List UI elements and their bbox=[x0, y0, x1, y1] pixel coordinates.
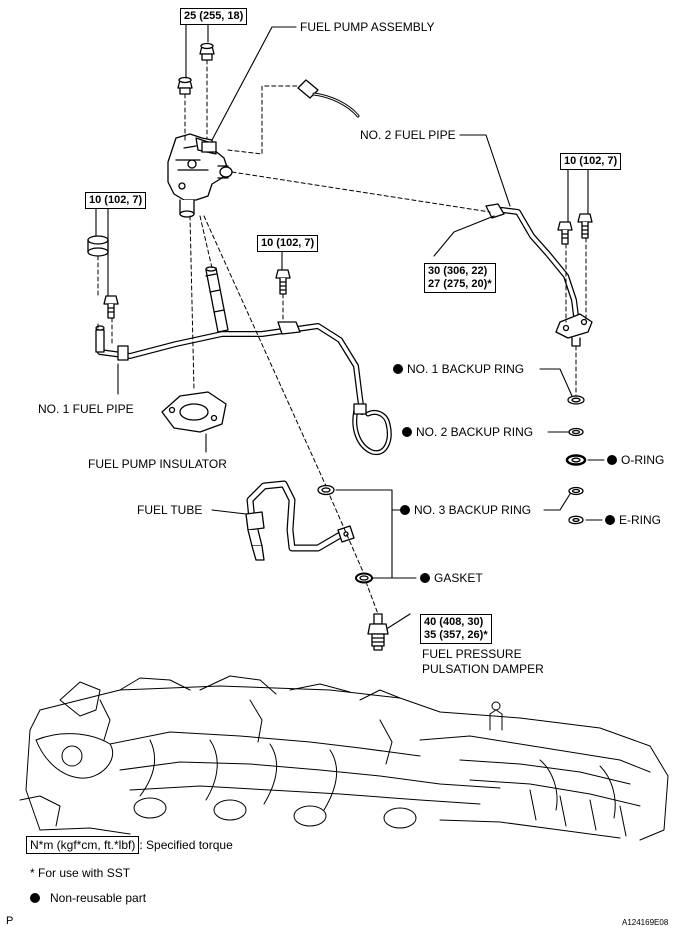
legend-torque: N*m (kgf*cm, ft.*lbf): Specified torque bbox=[26, 836, 233, 854]
label-no1-backup-ring: NO. 1 BACKUP RING bbox=[393, 362, 524, 376]
label-no3-backup-ring-text: NO. 3 BACKUP RING bbox=[414, 503, 532, 517]
label-no2-backup-ring: NO. 2 BACKUP RING bbox=[402, 425, 533, 439]
nonreusable-dot bbox=[400, 505, 410, 515]
pump-nut-left bbox=[177, 76, 193, 95]
no2-fuel-pipe bbox=[485, 203, 593, 347]
nonreusable-dot bbox=[420, 573, 430, 583]
gasket bbox=[355, 572, 373, 584]
label-e-ring: E-RING bbox=[605, 513, 661, 527]
mid-bolt bbox=[275, 269, 291, 295]
label-no3-backup-ring: NO. 3 BACKUP RING bbox=[400, 503, 531, 517]
legend-nonreusable: Non-reusable part bbox=[30, 891, 146, 905]
label-fuel-pump-insulator: FUEL PUMP INSULATOR bbox=[88, 457, 227, 471]
pump-stud bbox=[205, 266, 229, 333]
assembly-guide-lines bbox=[97, 59, 587, 615]
label-o-ring: O-RING bbox=[607, 453, 664, 467]
fuel-pressure-pulsation-damper bbox=[367, 613, 389, 651]
footer-mark: P bbox=[6, 915, 14, 927]
label-fuel-tube: FUEL TUBE bbox=[137, 503, 203, 517]
nonreusable-dot bbox=[607, 455, 617, 465]
o-ring bbox=[565, 454, 587, 466]
torque-box-damper: 40 (408, 30) 35 (357, 26)* bbox=[420, 614, 492, 644]
e-ring bbox=[568, 515, 584, 525]
figure-id: A124169E08 bbox=[622, 918, 669, 927]
legend-torque-box: N*m (kgf*cm, ft.*lbf) bbox=[26, 836, 140, 854]
fuel-pump-insulator bbox=[161, 391, 227, 433]
torque-pipe2-union-line1: 30 (306, 22) bbox=[428, 265, 488, 277]
label-no2-fuel-pipe: NO. 2 FUEL PIPE bbox=[360, 128, 456, 142]
label-damper-line2: PULSATION DAMPER bbox=[422, 662, 544, 676]
pipe1-bolt bbox=[103, 295, 119, 319]
torque-box-pump-nut: 25 (255, 18) bbox=[180, 8, 248, 25]
nonreusable-dot bbox=[605, 515, 615, 525]
no1-backup-ring bbox=[567, 395, 585, 405]
torque-box-pipe1-bolt: 10 (102, 7) bbox=[85, 192, 147, 209]
legend-nonreusable-dot bbox=[30, 893, 40, 903]
label-gasket: GASKET bbox=[420, 571, 483, 585]
label-e-ring-text: E-RING bbox=[619, 513, 661, 527]
torque-box-pipe2-union: 30 (306, 22) 27 (275, 20)* bbox=[424, 263, 496, 293]
label-gasket-text: GASKET bbox=[434, 571, 483, 585]
no3-backup-ring bbox=[568, 486, 584, 496]
no1-fuel-pipe bbox=[95, 321, 392, 456]
nonreusable-dot bbox=[402, 427, 412, 437]
legend-torque-desc: : Specified torque bbox=[139, 838, 233, 852]
label-o-ring-text: O-RING bbox=[621, 453, 665, 467]
pipe2-bolt-right bbox=[577, 213, 593, 239]
torque-damper-line2: 35 (357, 26)* bbox=[424, 629, 488, 641]
label-no1-backup-ring-text: NO. 1 BACKUP RING bbox=[407, 362, 525, 376]
pipe1-grommet bbox=[87, 235, 109, 257]
fuel-tube bbox=[245, 480, 355, 561]
label-fuel-pump-assembly: FUEL PUMP ASSEMBLY bbox=[300, 20, 435, 34]
pipe2-bolt-left bbox=[557, 221, 573, 245]
label-no1-fuel-pipe: NO. 1 FUEL PIPE bbox=[38, 402, 134, 416]
torque-box-pipe2-bolt: 10 (102, 7) bbox=[560, 153, 622, 170]
pump-nut-right bbox=[199, 42, 215, 61]
label-no2-backup-ring-text: NO. 2 BACKUP RING bbox=[416, 425, 534, 439]
label-fuel-pressure-pulsation-damper: FUEL PRESSURE PULSATION DAMPER bbox=[422, 647, 544, 677]
legend-sst: * For use with SST bbox=[30, 866, 131, 880]
torque-damper-line1: 40 (408, 30) bbox=[424, 616, 484, 628]
legend-nonreusable-text: Non-reusable part bbox=[50, 891, 147, 905]
torque-pipe2-union-line2: 27 (275, 20)* bbox=[428, 278, 492, 290]
no2-backup-ring bbox=[568, 427, 584, 437]
engine-illustration bbox=[19, 675, 669, 841]
tube-backup-ring bbox=[317, 484, 335, 496]
fuel-pump-assembly bbox=[167, 133, 233, 218]
fuel-hose-connector bbox=[297, 79, 360, 118]
nonreusable-dot bbox=[393, 364, 403, 374]
label-damper-line1: FUEL PRESSURE bbox=[422, 647, 522, 661]
torque-box-mid-bolt: 10 (102, 7) bbox=[257, 235, 319, 252]
